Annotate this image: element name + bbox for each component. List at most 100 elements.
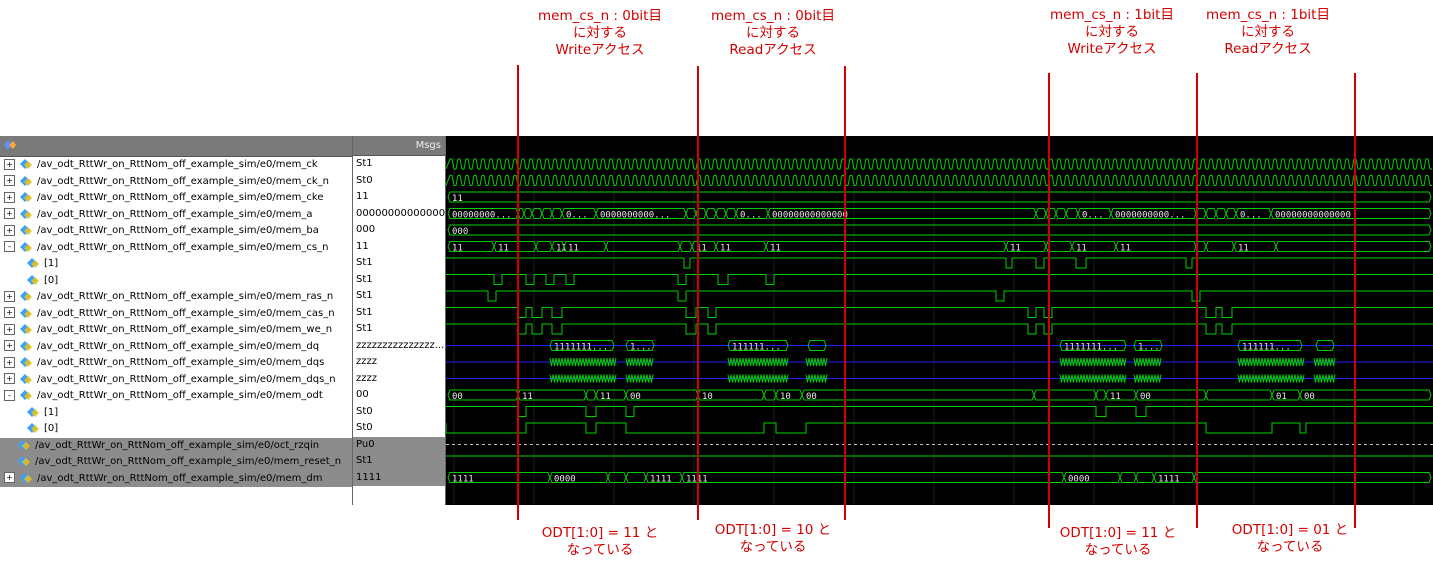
bus-segment (765, 241, 1007, 252)
bus-label: 11 (568, 244, 579, 254)
annotation-top-2-line-2: に対する (745, 25, 800, 41)
bus-segment (1033, 389, 1097, 401)
signal-name: /av_odt_RttWr_on_RttNom_off_example_sim/… (37, 472, 323, 484)
expand-icon[interactable]: + (4, 340, 15, 351)
bus-segment (517, 208, 525, 219)
bus-label: 111111... (732, 343, 781, 353)
strobe-waveform (727, 374, 789, 383)
bus-label: 00 (1140, 392, 1151, 402)
expand-icon[interactable]: + (4, 323, 15, 335)
bus-label: 11 (1010, 244, 1021, 254)
strobe-waveform (1313, 374, 1336, 383)
signal-icon (20, 159, 32, 169)
signal-row[interactable]: +/av_odt_RttWr_on_RttNom_off_example_sim… (0, 289, 352, 306)
expand-icon[interactable]: + (4, 175, 15, 186)
signal-row[interactable]: [1] (0, 256, 352, 273)
signal-row[interactable]: +/av_odt_RttWr_on_RttNom_off_example_sim… (0, 190, 352, 207)
digital-waveform (446, 274, 1433, 285)
signal-value: 00 (356, 389, 369, 400)
waveform-canvas[interactable]: 1100000000...0...0000000000...0...000000… (446, 136, 1433, 505)
signal-icon (20, 225, 32, 235)
bus-segment (1315, 340, 1335, 351)
strobe-waveform (1133, 374, 1162, 383)
bus-label: 0... (1240, 211, 1262, 221)
bus-segment (535, 241, 553, 252)
expand-icon[interactable]: + (4, 356, 15, 368)
expand-icon[interactable]: + (4, 373, 15, 384)
signal-row[interactable]: +/av_odt_RttWr_on_RttNom_off_example_sim… (0, 355, 352, 372)
bus-segment (1065, 208, 1079, 219)
bus-segment (607, 472, 627, 483)
bus-label: 0... (566, 211, 588, 221)
digital-waveform (446, 290, 1433, 302)
signal-value: St1 (353, 453, 445, 470)
signal-value: St1 (356, 290, 373, 301)
signal-row[interactable]: + /av_odt_RttWr_on_RttNom_off_example_sim… (0, 470, 352, 487)
expand-icon[interactable]: + (4, 208, 15, 219)
bus-label: 1111111... (554, 343, 608, 353)
signal-icon (20, 357, 32, 367)
bus-segment (1095, 389, 1107, 401)
bus-segment (1195, 241, 1207, 252)
expand-icon[interactable]: + (4, 191, 15, 203)
signal-row[interactable]: [0] (0, 421, 352, 438)
signal-row[interactable]: +/av_odt_RttWr_on_RttNom_off_example_sim… (0, 174, 352, 191)
strobe-waveform (1059, 357, 1127, 367)
expand-icon[interactable]: + (4, 224, 15, 236)
wave-palette-icon[interactable] (3, 139, 17, 151)
expand-icon[interactable]: + (4, 307, 15, 318)
expand-icon[interactable]: + (4, 290, 15, 302)
signal-row[interactable]: [1] (0, 405, 352, 422)
signal-icon (27, 406, 39, 417)
signal-name: [0] (44, 423, 59, 434)
bus-segment (801, 389, 1035, 401)
annotation-top-1-line-1: mem_cs_n : 0bit目 (538, 8, 662, 24)
signal-icon (20, 340, 32, 351)
bus-label: 0000000000... (600, 211, 670, 221)
bus-segment (1195, 208, 1207, 219)
signal-row[interactable]: + /av_odt_RttWr_on_RttNom_off_example_sim… (0, 306, 352, 323)
collapse-icon[interactable]: - (4, 389, 15, 401)
signal-name: /av_odt_RttWr_on_RttNom_off_example_sim/… (37, 340, 320, 352)
signal-row[interactable]: /av_odt_RttWr_on_RttNom_off_example_sim/… (0, 454, 352, 471)
annotation-top-3-line-3: Writeアクセス (1067, 41, 1157, 57)
bus-segment (541, 208, 553, 219)
bus-label: 11 (452, 194, 463, 204)
signal-row[interactable]: [0] (0, 273, 352, 290)
expand-icon[interactable]: + (4, 158, 15, 170)
signal-row[interactable]: +/av_odt_RttWr_on_RttNom_off_example_sim… (0, 207, 352, 224)
bus-label: 1111 (1158, 475, 1180, 485)
signal-value: 11 (356, 240, 369, 252)
annotation-bottom-4-line-1: ODT[1:0] = 01 と (1231, 522, 1349, 538)
signal-row[interactable]: + /av_odt_RttWr_on_RttNom_off_example_sim… (0, 372, 352, 389)
annotation-top-4-line-3: Readアクセス (1224, 41, 1312, 57)
signal-name: /av_odt_RttWr_on_RttNom_off_example_sim/… (37, 390, 323, 401)
annotation-top-4-line-1: mem_cs_n : 1bit目 (1206, 7, 1330, 23)
signal-row[interactable]: +/av_odt_RttWr_on_RttNom_off_example_sim… (0, 322, 352, 339)
signal-row[interactable]: +/av_odt_RttWr_on_RttNom_off_example_sim… (0, 223, 352, 240)
signal-icon (20, 208, 32, 219)
annotation-bottom-3-line-2: なっている (1084, 542, 1152, 558)
signal-row[interactable]: +/av_odt_RttWr_on_RttNom_off_example_sim… (0, 157, 352, 174)
collapse-icon[interactable]: - (4, 241, 15, 252)
signal-row[interactable]: - /av_odt_RttWr_on_RttNom_off_example_sim… (0, 388, 352, 405)
signal-row[interactable]: -/av_odt_RttWr_on_RttNom_off_example_sim… (0, 240, 352, 257)
signal-icon (20, 373, 32, 384)
bus-segment (807, 340, 827, 351)
bus-segment (681, 472, 1065, 483)
signal-row[interactable]: + /av_odt_RttWr_on_RttNom_off_example_sim… (0, 339, 352, 356)
bus-label: 00000000... (452, 211, 512, 221)
signal-name: [1] (44, 406, 59, 418)
signal-row[interactable]: /av_odt_RttWr_on_RttNom_off_example_sim/… (0, 437, 352, 454)
bus-segment (605, 241, 681, 252)
signal-name: /av_odt_RttWr_on_RttNom_off_example_sim/… (37, 307, 335, 319)
signal-icon (20, 241, 32, 252)
signal-value: 11 (356, 191, 369, 202)
expand-icon[interactable]: + (4, 472, 15, 483)
signal-name: /av_odt_RttWr_on_RttNom_off_example_sim/… (37, 373, 336, 385)
bus-label: 11 (522, 392, 533, 402)
bus-label: 00 (452, 392, 463, 402)
bus-segment (1119, 472, 1137, 483)
